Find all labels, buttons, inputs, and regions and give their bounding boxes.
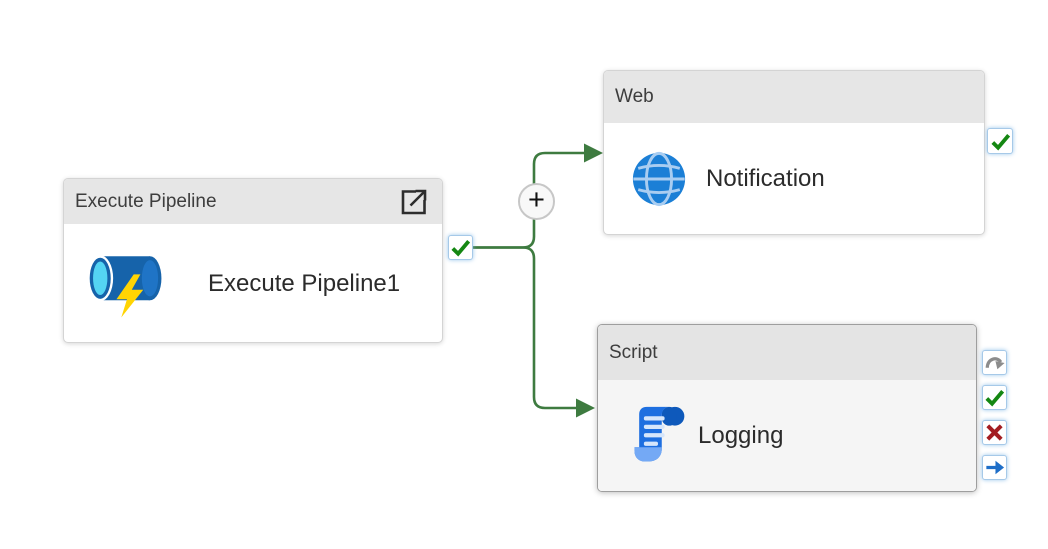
edge-success-to-script[interactable] xyxy=(473,246,595,418)
fail-port-script[interactable] xyxy=(982,420,1007,445)
success-check-icon xyxy=(985,390,1005,407)
skip-arrow-icon xyxy=(985,357,1005,370)
node-body: Notification xyxy=(604,123,984,234)
success-port-web[interactable] xyxy=(987,128,1013,154)
skip-port-script[interactable] xyxy=(982,350,1007,375)
activity-name: Execute Pipeline1 xyxy=(208,269,401,297)
node-body: Execute Pipeline1 xyxy=(64,224,442,342)
node-header: Execute Pipeline xyxy=(64,179,442,224)
node-body: Logging xyxy=(598,380,976,491)
activity-name: Logging xyxy=(698,422,784,449)
arrowhead-to-script xyxy=(576,398,595,418)
execute-pipeline-icon xyxy=(83,249,171,319)
node-header: Web xyxy=(604,71,984,123)
open-pipeline-icon[interactable] xyxy=(396,185,430,219)
activity-node-execute-pipeline[interactable]: Execute Pipeline xyxy=(63,178,443,343)
arrowhead-to-web xyxy=(584,143,603,163)
success-check-icon xyxy=(990,133,1010,151)
add-activity-button[interactable]: + xyxy=(518,183,555,220)
scroll-icon xyxy=(626,402,690,470)
plus-icon: + xyxy=(528,183,545,216)
fail-x-icon xyxy=(986,424,1003,441)
globe-icon xyxy=(630,150,688,208)
node-header: Script xyxy=(598,325,976,380)
activity-type-label: Web xyxy=(615,86,654,107)
success-port-execute-pipeline[interactable] xyxy=(448,235,473,260)
activity-node-web[interactable]: Web Notification xyxy=(603,70,985,235)
activity-node-script[interactable]: Script Logging xyxy=(597,324,977,492)
success-check-icon xyxy=(451,240,471,257)
activity-type-label: Execute Pipeline xyxy=(75,190,217,212)
success-port-script[interactable] xyxy=(982,385,1007,410)
completion-arrow-icon xyxy=(986,460,1005,475)
activity-name: Notification xyxy=(706,165,825,192)
activity-type-label: Script xyxy=(609,341,658,363)
completion-port-script[interactable] xyxy=(982,455,1007,480)
